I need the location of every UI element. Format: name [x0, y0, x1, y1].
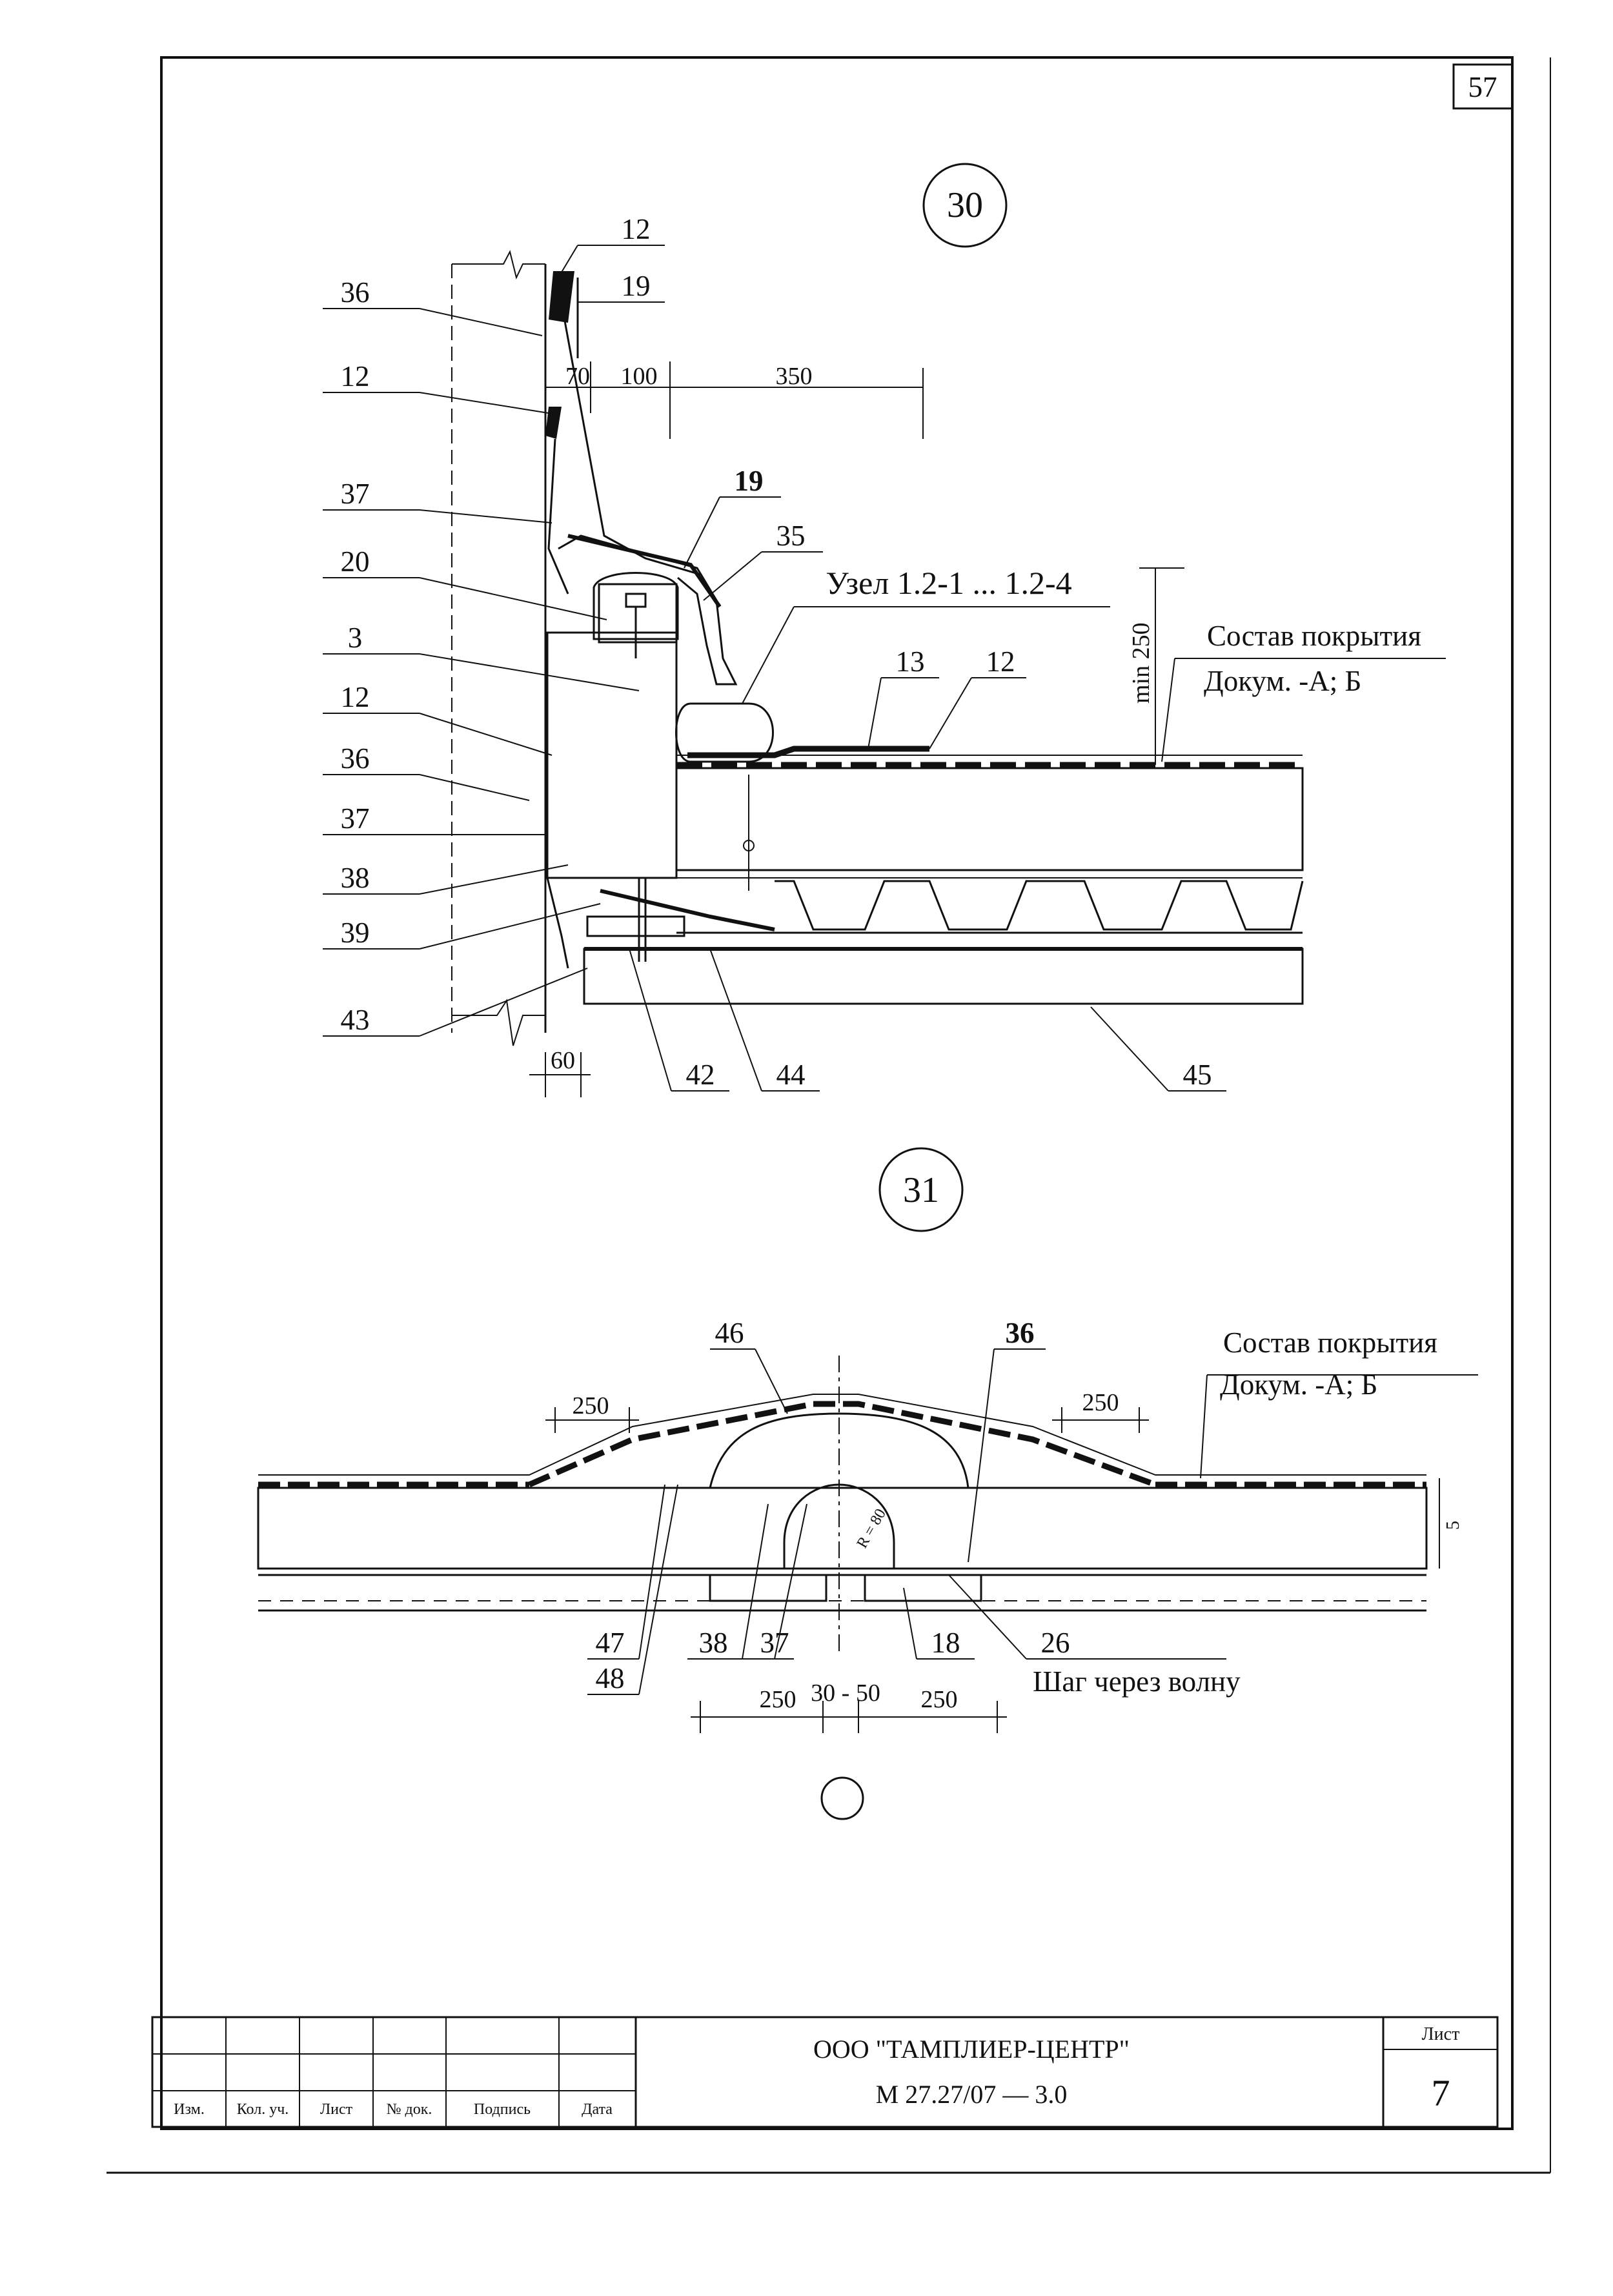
axis-marker	[820, 1776, 864, 1820]
dim-350: 350	[776, 363, 813, 390]
callout-37-b: 37	[341, 802, 370, 835]
callout-44: 44	[776, 1059, 806, 1091]
callout-19-b: 19	[735, 465, 764, 497]
node-outline	[675, 702, 929, 891]
detail-30: 30	[323, 163, 1446, 1097]
callout-12-b: 12	[341, 360, 370, 392]
callout-48: 48	[596, 1662, 625, 1694]
leaders-30-right	[629, 496, 1446, 1092]
sheet-label: Лист	[1422, 2024, 1460, 2044]
dimensions-30: 70 100 350 min 250 60	[529, 361, 1184, 1097]
callouts-30-left: 12 19 36 12 37 20 3 12 36 37 38 39 43	[341, 213, 651, 1036]
callout-35: 35	[776, 520, 806, 552]
dim-31-right-250: 250	[1082, 1389, 1119, 1416]
callouts-30-right: 19 35 Узел 1.2-1 ... 1.2-4 13 12 Состав …	[686, 465, 1421, 1091]
detail-30-number: 30	[947, 185, 983, 225]
sheet-no: 7	[1432, 2072, 1450, 2114]
col-date: Дата	[582, 2101, 613, 2118]
coating-doc-31: Докум. -А; Б	[1220, 1368, 1377, 1401]
revision-grid: Изм. Кол. уч. Лист № док. Подпись Дата	[152, 2017, 637, 2127]
coating-title-31: Состав покрытия	[1223, 1326, 1437, 1359]
pitch-note: Шаг через волну	[1033, 1665, 1241, 1698]
callout-39: 39	[341, 917, 370, 949]
col-doc-no: № док.	[387, 2101, 432, 2118]
dim-31-radius: R = 80	[854, 1506, 889, 1551]
callout-45: 45	[1183, 1059, 1212, 1091]
roof-section-31	[257, 1356, 1428, 1652]
callout-37-a: 37	[341, 478, 370, 510]
coating-doc-30: Докум. -А; Б	[1204, 665, 1361, 697]
callout-12-d: 12	[986, 645, 1015, 678]
callout-3: 3	[348, 622, 363, 654]
callout-47: 47	[596, 1627, 625, 1659]
callout-46: 46	[715, 1317, 744, 1349]
coating-title-30: Состав покрытия	[1207, 620, 1421, 652]
title-block: Изм. Кол. уч. Лист № док. Подпись Дата О…	[151, 2016, 1499, 2128]
roof-slab-30	[583, 755, 1304, 1005]
col-list: Лист	[320, 2101, 353, 2118]
dim-31-thickness: 5	[1443, 1521, 1463, 1530]
sheet-number: 57	[1468, 71, 1497, 103]
dim-31-bottom-250-b: 250	[921, 1686, 958, 1713]
drawing-frame	[107, 56, 1551, 2174]
callout-12-c: 12	[341, 681, 370, 713]
callout-43: 43	[341, 1004, 370, 1036]
document-code: М 27.27/07 — 3.0	[876, 2080, 1068, 2109]
dim-31-bottom-250-a: 250	[760, 1686, 796, 1713]
callouts-31: 46 36 Состав покрытия Докум. -А; Б 47 48…	[596, 1317, 1437, 1698]
detail-31-number: 31	[903, 1170, 939, 1210]
dim-min-250: min 250	[1128, 622, 1155, 704]
dim-100: 100	[621, 363, 658, 390]
wall	[451, 250, 547, 1046]
callout-37-c: 37	[760, 1627, 789, 1659]
sheet-number-box: 57	[1452, 63, 1514, 110]
leaders-30-left	[323, 245, 665, 1037]
callout-20: 20	[341, 545, 370, 578]
col-kol-uch: Кол. уч.	[237, 2101, 289, 2118]
callout-18: 18	[931, 1627, 960, 1659]
dim-31-left-250: 250	[573, 1392, 609, 1419]
node-reference: Узел 1.2-1 ... 1.2-4	[826, 565, 1071, 601]
detail-30-circle	[922, 163, 1008, 248]
callout-12-a: 12	[622, 213, 651, 245]
dim-70: 70	[565, 363, 590, 390]
callout-13: 13	[896, 645, 925, 678]
callout-36-a: 36	[341, 276, 370, 309]
col-signature: Подпись	[474, 2101, 531, 2118]
callout-36-b: 36	[341, 742, 370, 775]
flashing-top	[545, 271, 738, 686]
detail-31: 31 250 250	[257, 1147, 1478, 1820]
callout-38-b: 38	[699, 1627, 728, 1659]
company-name: ООО "ТАМПЛИЕР-ЦЕНТР"	[813, 2035, 1130, 2064]
callout-42: 42	[686, 1059, 715, 1091]
callout-26: 26	[1041, 1627, 1070, 1659]
callout-19-a: 19	[622, 270, 651, 302]
callout-38: 38	[341, 862, 370, 894]
detail-31-circle	[878, 1147, 964, 1232]
dim-31-gap: 30 - 50	[811, 1680, 880, 1707]
leaders-31	[587, 1348, 1478, 1695]
col-izm: Изм.	[174, 2101, 205, 2118]
dimensions-31: 250 250 250 30 - 50 250 5 R = 80	[545, 1389, 1463, 1733]
dim-60: 60	[551, 1047, 575, 1074]
callout-36-c: 36	[1006, 1317, 1035, 1349]
